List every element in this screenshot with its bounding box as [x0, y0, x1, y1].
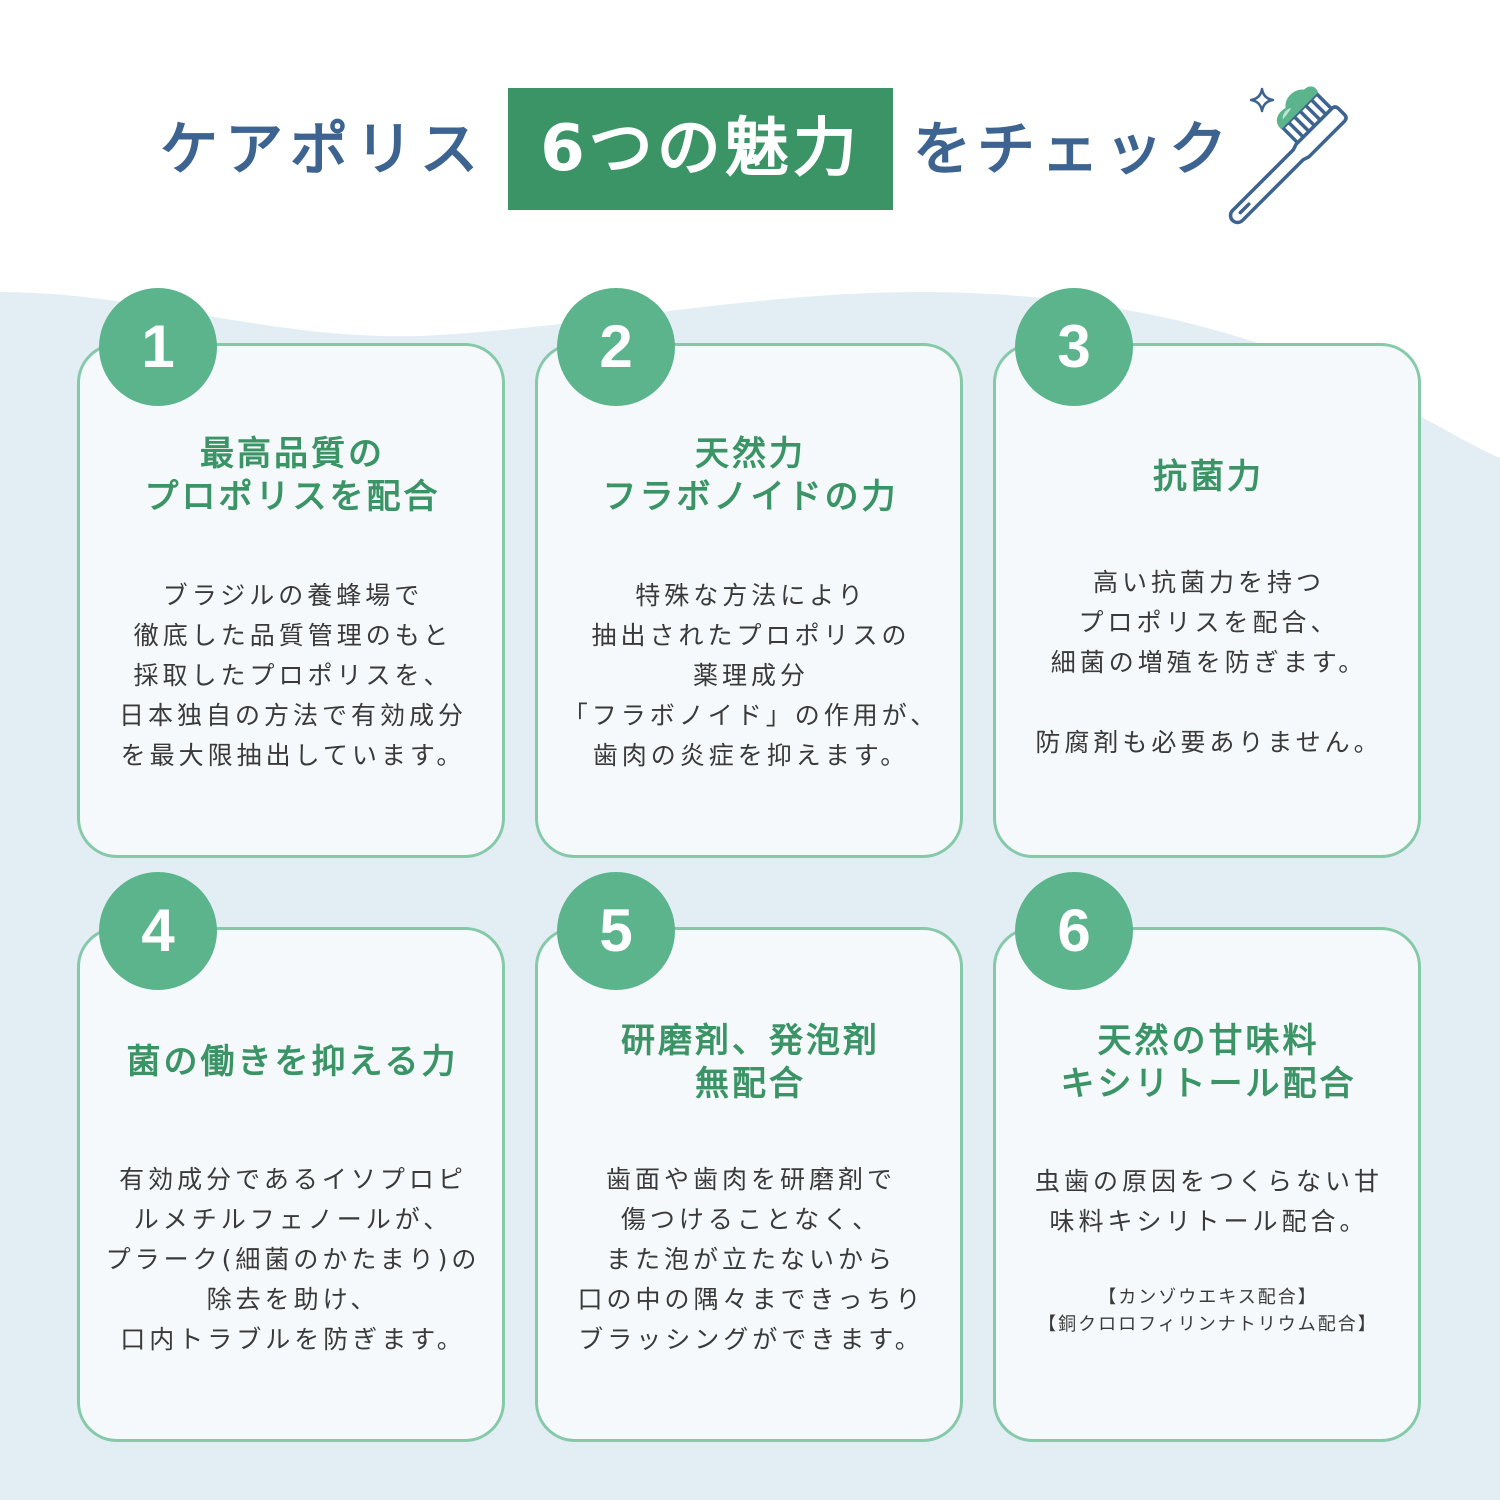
feature-description: 虫歯の原因をつくらない甘 味料キシリトール配合。: [996, 1162, 1418, 1242]
feature-title-line: 抗菌力: [1153, 457, 1264, 497]
feature-notes: 【カンゾウエキス配合】 【銅クロロフィリンナトリウム配合】: [996, 1284, 1418, 1338]
toothpaste: [1276, 86, 1319, 130]
feature-number-badge: 2: [557, 288, 675, 406]
feature-title: 菌の働きを抑える力: [80, 1041, 502, 1084]
feature-card-4: 4 菌の働きを抑える力 有効成分であるイソプロピ ルメチルフェノールが、 プラー…: [77, 872, 505, 1442]
feature-description-line: ブラジルの養蜂場で: [162, 581, 424, 610]
feature-description-line: プロポリスを配合、: [1078, 608, 1340, 637]
feature-description-line: 歯肉の炎症を抑えます。: [592, 741, 910, 770]
feature-description-line: また泡が立たないから: [605, 1245, 896, 1274]
feature-title-line: プロポリスを配合: [144, 477, 441, 517]
feature-title-line: 天然力: [695, 434, 806, 474]
feature-title: 天然力 フラボノイドの力: [538, 433, 960, 519]
feature-title: 天然の甘味料 キシリトール配合: [996, 1020, 1418, 1106]
feature-description: 高い抗菌力を持つ プロポリスを配合、 細菌の増殖を防ぎます。 防腐剤も必要ありま…: [996, 563, 1418, 763]
feature-number-badge: 3: [1015, 288, 1133, 406]
feature-description: ブラジルの養蜂場で 徹底した品質管理のもと 採取したプロポリスを、 日本独自の方…: [80, 576, 502, 776]
feature-description-line: 日本独自の方法で有効成分: [118, 701, 467, 730]
feature-note-line: 【カンゾウエキス配合】: [1098, 1287, 1318, 1308]
feature-description-line: 採取したプロポリスを、: [133, 661, 453, 690]
feature-card-3: 3 抗菌力 高い抗菌力を持つ プロポリスを配合、 細菌の増殖を防ぎます。 防腐剤…: [993, 288, 1421, 858]
toothbrush-icon: [1228, 86, 1348, 225]
feature-title: 抗菌力: [996, 456, 1418, 499]
feature-description-line: 傷つけることなく、: [620, 1205, 882, 1234]
feature-description-line: 有効成分であるイソプロピ: [119, 1165, 467, 1194]
feature-description-line: を最大限抽出しています。: [120, 741, 466, 770]
feature-title: 最高品質の プロポリスを配合: [80, 433, 502, 519]
title-highlight-box: 6つの魅力: [508, 88, 893, 210]
feature-description-line: プラーク(細菌のかたまり)の: [105, 1245, 481, 1274]
feature-description-line: 特殊な方法により: [635, 581, 867, 610]
feature-description-line: 徹底した品質管理のもと: [133, 621, 453, 650]
feature-description-line: 口内トラブルを防ぎます。: [120, 1325, 466, 1354]
feature-title-line: 菌の働きを抑える力: [126, 1042, 459, 1082]
toothbrush-handle: [1228, 105, 1348, 225]
feature-number-badge: 5: [557, 872, 675, 990]
title-suffix: をチェック: [913, 115, 1234, 183]
feature-description-line: ルメチルフェノールが、: [133, 1205, 453, 1234]
feature-description: 有効成分であるイソプロピ ルメチルフェノールが、 プラーク(細菌のかたまり)の …: [80, 1160, 502, 1360]
feature-number-badge: 1: [99, 288, 217, 406]
feature-card-1: 1 最高品質の プロポリスを配合 ブラジルの養蜂場で 徹底した品質管理のもと 採…: [77, 288, 505, 858]
feature-description-line: 除去を助け、: [206, 1285, 380, 1314]
feature-number-badge: 4: [99, 872, 217, 990]
feature-title-line: 最高品質の: [200, 434, 385, 474]
feature-title-line: フラボノイドの力: [602, 477, 899, 517]
feature-description-line: 虫歯の原因をつくらない甘: [1034, 1167, 1383, 1196]
feature-note-line: 【銅クロロフィリンナトリウム配合】: [1038, 1314, 1378, 1335]
feature-title-line: 研磨剤、発泡剤: [621, 1021, 880, 1061]
feature-title-line: キシリトール配合: [1060, 1064, 1357, 1104]
feature-title-line: 天然の甘味料: [1097, 1021, 1320, 1061]
toothpaste-highlight: [1282, 108, 1292, 120]
feature-description-line: ブラッシングができます。: [578, 1325, 924, 1354]
title-prefix: ケアポリス: [160, 115, 486, 183]
sparkle-icon: [1249, 87, 1275, 113]
toothbrush-bristle-lines: [1286, 97, 1328, 139]
title-highlight: 6つの魅力: [540, 112, 861, 186]
feature-description: 特殊な方法により 抽出されたプロポリスの 薬理成分 「フラボノイド」の作用が、 …: [538, 576, 960, 776]
feature-description-line: 歯面や歯肉を研磨剤で: [605, 1165, 896, 1194]
feature-title: 研磨剤、発泡剤 無配合: [538, 1020, 960, 1106]
feature-extra-line: 防腐剤も必要ありません。: [1035, 728, 1383, 757]
feature-card-5: 5 研磨剤、発泡剤 無配合 歯面や歯肉を研磨剤で 傷つけることなく、 また泡が立…: [535, 872, 963, 1442]
feature-description-line: 薬理成分: [692, 661, 809, 690]
feature-description-line: 口の中の隅々まできっちり: [577, 1285, 925, 1314]
feature-description-line: 味料キシリトール配合。: [1049, 1207, 1369, 1236]
feature-description-line: 「フラボノイド」の作用が、: [562, 701, 940, 730]
toothbrush-handle-slot: [1238, 202, 1251, 215]
feature-description: 歯面や歯肉を研磨剤で 傷つけることなく、 また泡が立たないから 口の中の隅々まで…: [538, 1160, 960, 1360]
feature-description-line: 高い抗菌力を持つ: [1092, 568, 1325, 597]
feature-title-line: 無配合: [695, 1064, 806, 1104]
feature-number-badge: 6: [1015, 872, 1133, 990]
feature-description-line: 細菌の増殖を防ぎます。: [1050, 648, 1368, 677]
feature-description-line: 抽出されたプロポリスの: [591, 621, 911, 650]
feature-card-6: 6 天然の甘味料 キシリトール配合 虫歯の原因をつくらない甘 味料キシリトール配…: [993, 872, 1421, 1442]
feature-card-2: 2 天然力 フラボノイドの力 特殊な方法により 抽出されたプロポリスの 薬理成分…: [535, 288, 963, 858]
